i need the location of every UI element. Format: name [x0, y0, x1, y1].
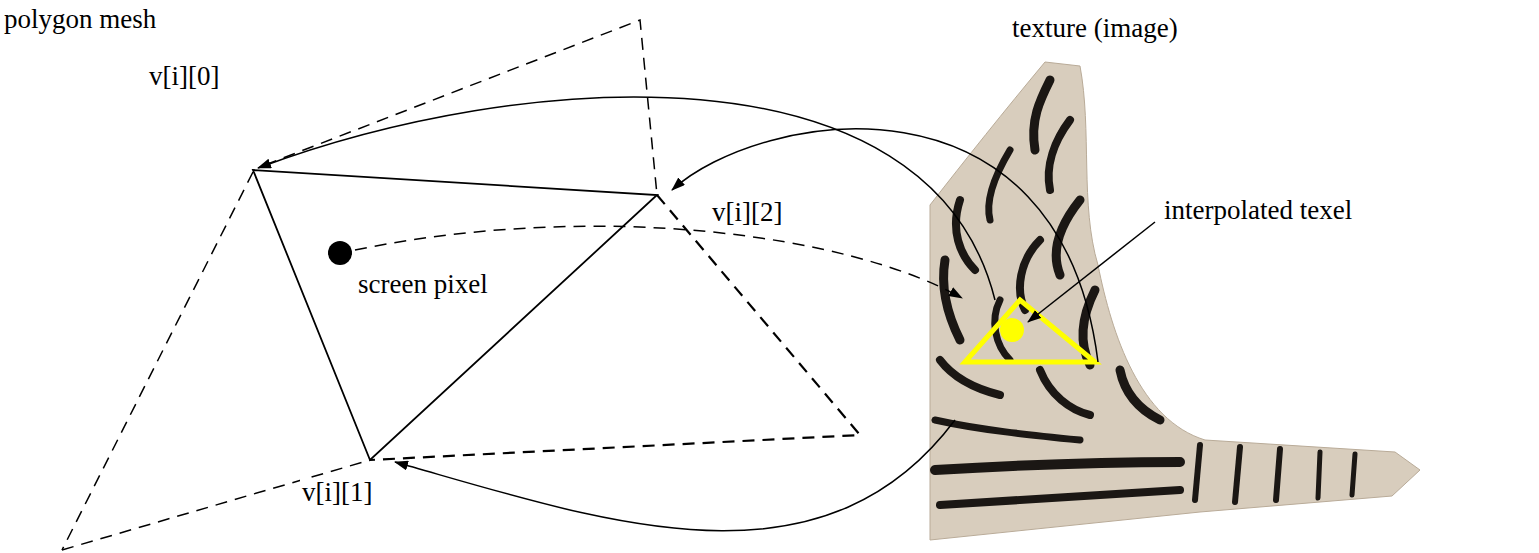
mapping-arrows	[258, 97, 1155, 531]
curved-arrow	[258, 97, 995, 300]
dashed-edge	[265, 20, 657, 195]
dashed-edge	[62, 172, 253, 550]
vertex-label: v[i][0]	[147, 62, 221, 92]
heading-label: polygon mesh	[2, 5, 158, 35]
neighbour-polygons	[62, 20, 860, 550]
curved-arrow	[395, 420, 955, 531]
texture-image	[930, 62, 1420, 540]
triangle-outline	[253, 170, 657, 460]
leader-arrow	[1028, 222, 1155, 322]
tiger-stripes	[935, 80, 1355, 505]
curved-arrow	[672, 129, 1098, 362]
point-label: screen pixel	[356, 270, 490, 300]
vertex-label: v[i][2]	[710, 198, 784, 228]
texel-triangle	[965, 300, 1095, 362]
mesh-triangle	[253, 170, 657, 460]
callout-label: interpolated texel	[1162, 196, 1354, 226]
screen-pixel-dot	[328, 241, 352, 265]
tiger-tail	[930, 62, 1420, 540]
texel-dot	[1000, 318, 1024, 342]
vertex-label: v[i][1]	[300, 478, 374, 508]
heading-label: texture (image)	[1010, 14, 1180, 44]
